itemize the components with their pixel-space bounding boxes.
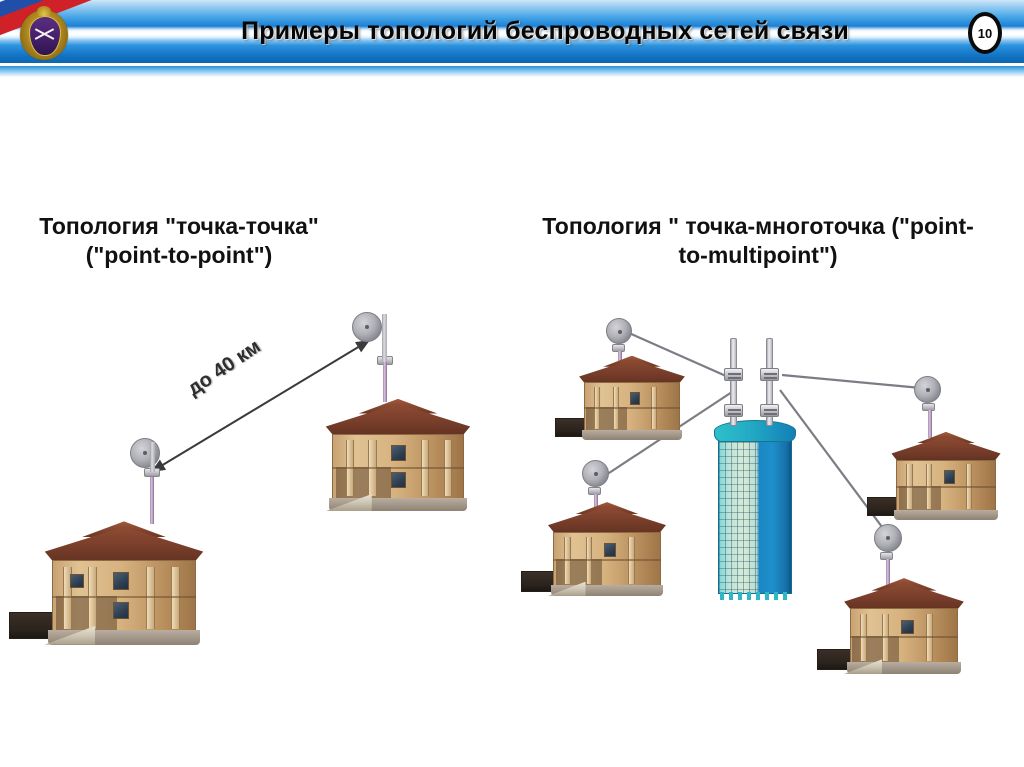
house-foundation xyxy=(550,584,664,596)
house-window xyxy=(604,542,617,558)
dish-icon xyxy=(606,318,632,344)
house-window xyxy=(113,572,130,590)
house-sw xyxy=(521,498,674,600)
house-body xyxy=(896,459,996,512)
caption-point-to-point: Топология "точка-точка" ("point-to-point… xyxy=(39,213,319,269)
house-porch xyxy=(898,485,942,511)
dish-icon xyxy=(914,376,941,403)
sector-mast-pole xyxy=(729,338,737,426)
emblem-crown xyxy=(37,6,51,16)
sector-radio-unit xyxy=(759,368,779,381)
header-underline xyxy=(0,63,1024,66)
antenna-pole xyxy=(928,410,932,438)
house-window xyxy=(901,619,914,635)
antenna-pole xyxy=(382,362,387,402)
slide-header: Примеры топологий беспроводных сетей свя… xyxy=(0,0,1024,63)
house-nw xyxy=(555,352,692,444)
antenna-pole xyxy=(150,477,154,524)
sector-radio-unit xyxy=(723,368,743,381)
house-right xyxy=(316,394,480,516)
link-house-ne xyxy=(781,373,922,390)
sector-antenna-left xyxy=(722,338,744,426)
house-foundation xyxy=(846,662,962,674)
house-left xyxy=(8,516,214,650)
caption-point-to-multipoint: Топология " точка-многоточка ("point-to-… xyxy=(542,213,974,269)
house-foundation xyxy=(893,509,999,521)
house-floor-divider xyxy=(584,407,680,410)
sector-mast-pole xyxy=(765,338,773,426)
tower-base xyxy=(720,592,790,600)
house-window xyxy=(391,445,407,462)
antenna-house-se xyxy=(866,524,910,592)
house-porch xyxy=(852,636,899,664)
header-fade-bar xyxy=(0,66,1024,77)
house-porch xyxy=(335,467,392,499)
tower-window-grid xyxy=(719,435,759,593)
house-porch xyxy=(586,407,628,432)
sector-antenna-right xyxy=(758,338,780,426)
antenna-upper-pole xyxy=(149,442,155,472)
distance-annotation: до 40 км xyxy=(183,335,265,401)
house-window xyxy=(629,392,641,406)
antenna-house-ne xyxy=(908,376,952,438)
russian-signal-troops-emblem xyxy=(18,6,70,62)
house-window xyxy=(943,470,955,484)
house-floor-divider xyxy=(553,559,661,562)
house-window xyxy=(113,601,130,620)
house-ne xyxy=(866,428,1008,524)
page-number-badge: 10 xyxy=(968,12,1002,54)
antenna-pole xyxy=(886,559,890,592)
antenna-house-right xyxy=(350,312,406,402)
antenna-upper-pole xyxy=(382,314,388,362)
house-window xyxy=(70,573,85,589)
topology-diagram-area: до 40 км xyxy=(0,80,1024,767)
antenna-house-left xyxy=(122,438,182,524)
dish-icon xyxy=(352,312,382,342)
page-title: Примеры топологий беспроводных сетей свя… xyxy=(241,17,849,45)
house-porch xyxy=(556,559,602,586)
house-se xyxy=(816,574,972,678)
house-floor-divider xyxy=(52,596,196,599)
dish-icon xyxy=(874,524,902,552)
house-foundation xyxy=(581,430,683,441)
house-floor-divider xyxy=(896,485,996,488)
emblem-lightning-icon xyxy=(32,26,56,42)
dish-icon xyxy=(582,460,609,487)
dish-icon xyxy=(130,438,160,468)
base-station-tower xyxy=(714,420,798,610)
house-floor-divider xyxy=(332,467,464,470)
sector-radio-unit xyxy=(759,404,779,417)
house-floor-divider xyxy=(849,636,959,639)
sector-radio-unit xyxy=(723,404,743,417)
house-window xyxy=(391,472,407,488)
